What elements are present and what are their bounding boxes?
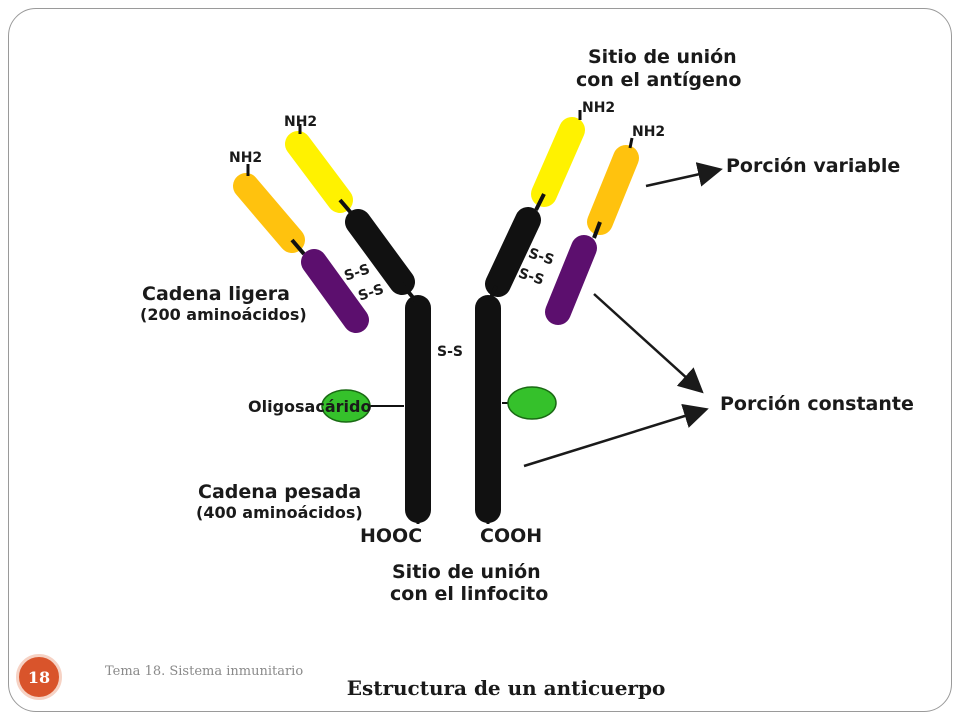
hinge-left	[400, 282, 417, 302]
slide-caption: Estructura de un anticuerpo	[346, 676, 666, 700]
constant-light-left	[301, 249, 369, 333]
variable-light-left	[233, 173, 305, 253]
constant-portion-label: Porción constante	[720, 393, 914, 415]
heavy-chain-note: (400 aminoácidos)	[196, 503, 363, 522]
nh2-label-left-inner: NH2	[284, 114, 317, 130]
antigen-site-label-line2: con el antígeno	[576, 69, 741, 91]
nh2-label-right-inner: NH2	[582, 100, 615, 116]
antigen-site-label-line1: Sitio de unión	[588, 46, 737, 68]
variable-heavy-right	[531, 117, 585, 207]
ss-bond-right-2: S-S	[516, 265, 546, 288]
heavy-chain-label: Cadena pesada	[198, 481, 361, 503]
course-footer: Tema 18. Sistema inmunitario	[105, 664, 304, 679]
ss-bond-left-1: S-S	[342, 261, 372, 284]
light-chain-note: (200 aminoácidos)	[140, 305, 307, 324]
heavy-chain-right-arm	[485, 207, 541, 297]
ss-bond-hinge: S-S	[437, 344, 463, 360]
oligosaccharide-label: Oligosacárido	[248, 397, 371, 416]
hooc-label: HOOC	[360, 525, 422, 547]
cooh-label: COOH	[480, 525, 542, 547]
nh2-label-left-outer: NH2	[229, 150, 262, 166]
variable-portion-label: Porción variable	[726, 155, 900, 177]
light-chain-label: Cadena ligera	[142, 283, 290, 305]
arrow-variable	[645, 162, 723, 188]
page-number-badge: 18	[16, 654, 62, 700]
page-number: 18	[27, 667, 51, 687]
variable-light-right	[587, 145, 639, 235]
oligosaccharide-left	[321, 389, 371, 423]
ss-bond-left-2: S-S	[356, 281, 386, 304]
nh2-label-right-outer: NH2	[632, 124, 665, 140]
ss-bond-right-1: S-S	[526, 245, 556, 268]
constant-light-right	[545, 235, 597, 325]
heavy-chain-left-arm	[345, 209, 415, 295]
arrow-constant-upper	[593, 293, 704, 394]
lymphocyte-site-label-line2: con el linfocito	[390, 583, 548, 605]
hinge-right	[488, 285, 498, 301]
variable-heavy-left	[285, 131, 353, 213]
arrow-constant-lower	[523, 404, 709, 468]
oligosaccharide-right	[507, 386, 557, 420]
lymphocyte-site-label-line1: Sitio de unión	[392, 561, 541, 583]
